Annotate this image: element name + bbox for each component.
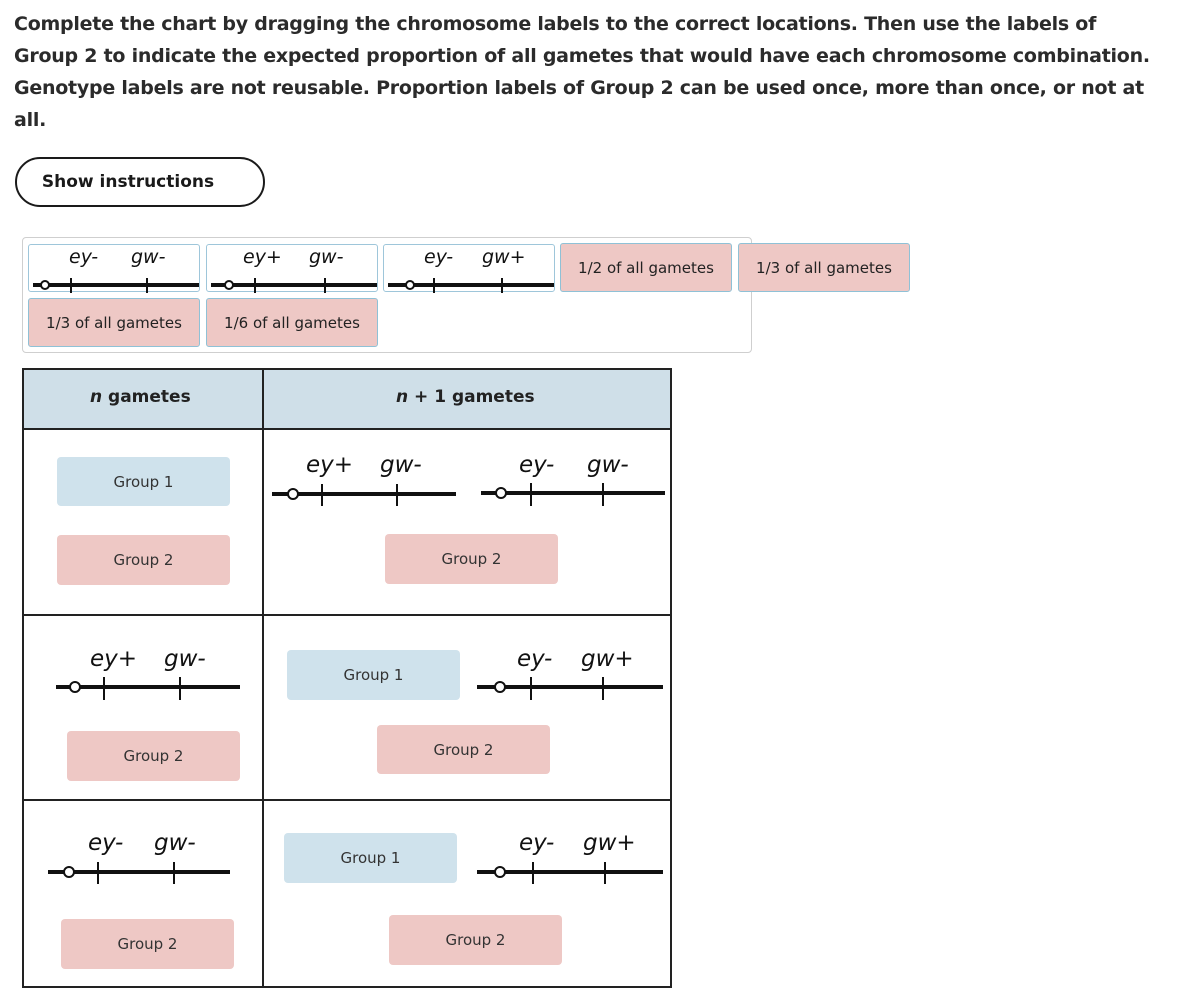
drop-zone-group2[interactable]: Group 2	[61, 919, 234, 969]
gamete-chart: n gametes n + 1 gametes	[22, 368, 672, 988]
proportion-label-sixth[interactable]: 1/6 of all gametes	[206, 298, 378, 347]
allele-label: ey+	[243, 246, 282, 268]
allele-label: gw+	[583, 830, 636, 856]
proportion-label-half[interactable]: 1/2 of all gametes	[560, 243, 732, 292]
allele-label: gw+	[581, 646, 634, 672]
genotype-label-ey-plus-gw-minus[interactable]: ey+ gw-	[206, 244, 379, 293]
proportion-label-third[interactable]: 1/3 of all gametes	[28, 298, 200, 347]
genotype-label-ey-minus-gw-minus[interactable]: ey- gw-	[28, 244, 201, 293]
drop-zone-group2[interactable]: Group 2	[377, 725, 550, 774]
header-n1-rest: + 1 gametes	[414, 387, 535, 407]
chromosome-icon: ey- gw+	[475, 646, 665, 700]
allele-label: ey-	[69, 246, 99, 268]
proportion-label-third[interactable]: 1/3 of all gametes	[738, 243, 910, 292]
chromosome-icon: ey- gw-	[29, 245, 201, 293]
allele-label: gw-	[380, 452, 422, 478]
allele-label: ey-	[519, 830, 555, 856]
chromosome-icon: ey+ gw-	[207, 245, 379, 293]
allele-label: gw+	[482, 246, 526, 268]
show-instructions-button[interactable]: Show instructions	[15, 157, 265, 207]
chromosome-icon: ey+ gw-	[54, 646, 244, 700]
allele-label: ey-	[519, 452, 555, 478]
allele-label: gw-	[309, 246, 344, 268]
allele-label: ey-	[517, 646, 553, 672]
label-bank	[22, 237, 752, 353]
drop-zone-group2[interactable]: Group 2	[389, 915, 562, 965]
allele-label: gw-	[131, 246, 166, 268]
drop-zone-group2[interactable]: Group 2	[57, 535, 230, 585]
drop-zone-group1[interactable]: Group 1	[57, 457, 230, 506]
allele-label: ey+	[306, 452, 354, 478]
header-n-gametes: n gametes	[90, 387, 191, 407]
drop-zone-group2[interactable]: Group 2	[385, 534, 558, 584]
chromosome-icon: ey- gw+	[475, 830, 665, 884]
chromosome-icon: ey- gw-	[46, 830, 236, 884]
chromosome-icon: ey- gw+	[384, 245, 556, 293]
drop-zone-group2[interactable]: Group 2	[67, 731, 240, 781]
chromosome-icon: ey+ gw-	[270, 452, 460, 506]
header-n1-var: n	[396, 387, 409, 407]
allele-label: ey+	[90, 646, 138, 672]
allele-label: gw-	[154, 830, 196, 856]
table-header-row	[22, 368, 672, 430]
allele-label: gw-	[164, 646, 206, 672]
allele-label: ey-	[88, 830, 124, 856]
allele-label: ey-	[424, 246, 454, 268]
header-n1-gametes: n + 1 gametes	[396, 387, 535, 407]
instructions-text: Complete the chart by dragging the chrom…	[14, 13, 1150, 131]
drop-zone-group1[interactable]: Group 1	[284, 833, 457, 883]
allele-label: gw-	[587, 452, 629, 478]
genotype-label-ey-minus-gw-plus[interactable]: ey- gw+	[383, 244, 556, 293]
drop-zone-group1[interactable]: Group 1	[287, 650, 460, 700]
header-n-var: n	[90, 387, 103, 407]
header-n-rest: gametes	[108, 387, 191, 407]
chromosome-icon: ey- gw-	[479, 452, 667, 506]
